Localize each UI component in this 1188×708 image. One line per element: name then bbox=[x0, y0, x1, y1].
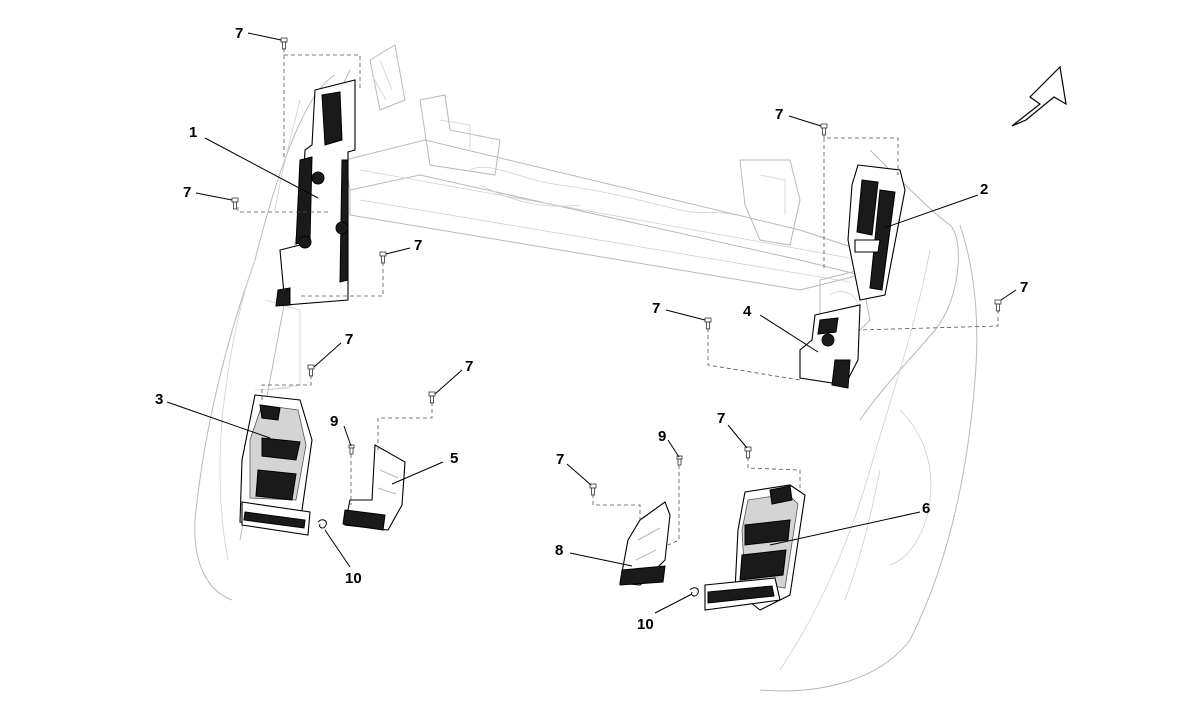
label-part-7: 7 bbox=[235, 25, 243, 42]
label-part-7: 7 bbox=[556, 451, 564, 468]
label-part-10: 10 bbox=[345, 570, 362, 587]
bolt bbox=[820, 123, 828, 136]
label-part-7: 7 bbox=[1020, 279, 1028, 296]
bolt bbox=[348, 444, 355, 455]
label-part-10: 10 bbox=[637, 616, 654, 633]
part-labels: 1 2 3 4 5 6 8 9 9 10 10 7 7 7 7 7 7 7 7 … bbox=[155, 25, 1028, 633]
label-part-1: 1 bbox=[189, 124, 197, 141]
label-part-7: 7 bbox=[775, 106, 783, 123]
label-part-8: 8 bbox=[555, 542, 563, 559]
bolt bbox=[744, 446, 752, 459]
part-5-small-bracket bbox=[342, 444, 406, 531]
arrow-icon bbox=[1011, 65, 1067, 127]
bolt bbox=[428, 391, 436, 404]
bolt bbox=[280, 37, 288, 50]
label-part-9: 9 bbox=[658, 428, 666, 445]
assembly-lines bbox=[237, 48, 999, 546]
part-6-right-lower-cover bbox=[704, 484, 806, 611]
bolt bbox=[307, 364, 315, 377]
part-4-right-mid-bracket bbox=[799, 304, 861, 389]
bolt bbox=[379, 251, 387, 264]
label-part-6: 6 bbox=[922, 500, 930, 517]
bolt bbox=[704, 317, 712, 330]
clips bbox=[317, 519, 699, 597]
bolt bbox=[676, 455, 683, 466]
part-2-right-upper-panel bbox=[847, 164, 906, 301]
label-part-7: 7 bbox=[652, 300, 660, 317]
label-part-7: 7 bbox=[345, 331, 353, 348]
label-part-3: 3 bbox=[155, 391, 163, 408]
bolt bbox=[231, 197, 239, 210]
label-part-4: 4 bbox=[743, 303, 752, 320]
label-part-7: 7 bbox=[717, 410, 725, 427]
label-part-7: 7 bbox=[414, 237, 422, 254]
label-part-2: 2 bbox=[980, 181, 988, 198]
part-8-small-bracket bbox=[619, 501, 671, 586]
bolt bbox=[589, 483, 597, 496]
part-3-left-lower-cover bbox=[239, 394, 313, 536]
label-part-7: 7 bbox=[465, 358, 473, 375]
bolt bbox=[994, 299, 1002, 312]
leader-lines bbox=[166, 32, 1017, 614]
label-part-9: 9 bbox=[330, 413, 338, 430]
label-part-5: 5 bbox=[450, 450, 458, 467]
part-1-left-upper-panel bbox=[275, 79, 356, 307]
label-part-7: 7 bbox=[183, 184, 191, 201]
